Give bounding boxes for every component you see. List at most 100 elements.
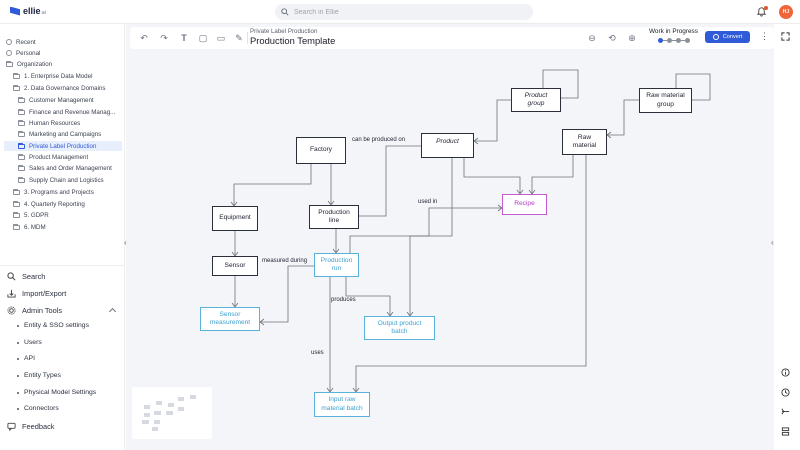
admin-tools-item[interactable]: Physical Model Settings: [17, 389, 96, 396]
status-step-2: [667, 38, 672, 43]
zoom-out-icon[interactable]: ⊖: [588, 32, 596, 43]
rel-label-produces[interactable]: produces: [331, 297, 356, 303]
entity-production-run[interactable]: Production run: [314, 253, 359, 277]
tree-item-label: 3. Programs and Projects: [24, 188, 94, 196]
status-step-4: [685, 38, 690, 43]
tree-item[interactable]: Marketing and Campaigns: [18, 129, 118, 139]
folder-icon: [6, 60, 13, 67]
more-options-icon[interactable]: ⋮: [760, 31, 769, 41]
draw-tool-icon[interactable]: ✎: [235, 32, 243, 43]
tree-item[interactable]: Product Management: [18, 152, 118, 162]
rel-label-can-be-produced-on[interactable]: can be produced on: [352, 137, 406, 143]
entity-sensor[interactable]: Sensor: [212, 256, 258, 276]
tree-item[interactable]: 6. MDM: [13, 222, 118, 232]
tree-item-label: Recent: [16, 38, 36, 46]
fit-screen-icon[interactable]: ⟲: [608, 32, 616, 43]
minimap-block: [156, 401, 162, 405]
zoom-in-icon[interactable]: ⊕: [628, 32, 636, 43]
redo-icon[interactable]: ↷: [160, 32, 168, 43]
admin-tools-item[interactable]: Entity & SSO settings: [17, 322, 89, 329]
nav-feedback-label: Feedback: [22, 422, 55, 431]
search-input[interactable]: [294, 8, 494, 16]
app-logo[interactable]: ellie.ai: [10, 6, 46, 16]
admin-tools-item-label: Users: [24, 339, 42, 346]
entity-raw-material-group[interactable]: Raw material group: [639, 88, 692, 113]
rel-label-uses[interactable]: uses: [311, 350, 324, 356]
tree-item-label: Marketing and Campaigns: [29, 130, 102, 138]
tree-item[interactable]: Organization: [6, 59, 118, 69]
minimap-block: [152, 427, 158, 431]
user-avatar[interactable]: HJ: [779, 5, 793, 19]
logo-suffix: .ai: [40, 10, 46, 16]
folder-icon: [13, 211, 20, 218]
tree-item[interactable]: 3. Programs and Projects: [13, 187, 118, 197]
nav-feedback[interactable]: Feedback: [7, 422, 54, 431]
status-connector: [663, 40, 667, 41]
note-tool-icon[interactable]: ▢: [198, 32, 208, 43]
entity-sensor-measurement[interactable]: Sensor measurement: [200, 307, 260, 331]
minimap-block: [154, 420, 160, 424]
tree-item[interactable]: 2. Data Governance Domains: [13, 83, 118, 93]
history-icon[interactable]: [780, 387, 790, 397]
entity-equipment[interactable]: Equipment: [212, 206, 258, 231]
nav-import-export[interactable]: Import/Export: [7, 289, 66, 298]
status-progress[interactable]: [658, 38, 690, 43]
nav-search[interactable]: Search: [7, 272, 45, 281]
nav-admin-tools[interactable]: Admin Tools: [7, 306, 62, 315]
convert-button[interactable]: Convert: [705, 31, 750, 43]
tree-item[interactable]: Human Resources: [18, 118, 118, 128]
tree-item[interactable]: 4. Quarterly Reporting: [13, 199, 118, 209]
info-icon[interactable]: [780, 367, 790, 377]
global-search[interactable]: [275, 4, 533, 20]
tree-item[interactable]: Customer Management: [18, 95, 118, 105]
entity-recipe[interactable]: Recipe: [502, 194, 547, 215]
bullet-icon: [17, 374, 19, 377]
entity-input-raw-material-batch[interactable]: Input raw material batch: [314, 392, 370, 417]
minimap[interactable]: [132, 387, 212, 439]
breadcrumb[interactable]: Private Label Production: [250, 28, 318, 35]
admin-tools-item[interactable]: Users: [17, 339, 42, 346]
collapse-right-icon[interactable]: ‹: [771, 238, 774, 247]
collapse-left-icon[interactable]: ‹: [124, 238, 127, 247]
text-tool-icon[interactable]: T: [181, 33, 187, 43]
notifications-button[interactable]: [756, 6, 768, 18]
admin-tools-item[interactable]: Entity Types: [17, 372, 61, 379]
tree-item[interactable]: 1. Enterprise Data Model: [13, 71, 118, 81]
layers-glyph: [781, 426, 789, 436]
comment-tool-icon[interactable]: ▭: [216, 32, 226, 43]
undo-icon[interactable]: ↶: [140, 32, 148, 43]
tree-item[interactable]: Finance and Revenue Manag...: [18, 107, 118, 117]
entity-product[interactable]: Product: [421, 133, 474, 158]
tree-item[interactable]: Supply Chain and Logistics: [18, 175, 118, 185]
entity-product-group[interactable]: Product group: [511, 88, 561, 112]
tree-item-label: 4. Quarterly Reporting: [24, 200, 85, 208]
tree-item[interactable]: Recent: [6, 37, 118, 47]
admin-tools-item[interactable]: API: [17, 355, 35, 362]
minimap-block: [168, 403, 174, 407]
admin-tools-item-label: API: [24, 355, 35, 362]
layers-icon[interactable]: [780, 426, 790, 436]
bell-icon: [756, 7, 767, 17]
admin-tools-item[interactable]: Connectors: [17, 405, 59, 412]
admin-tools-item-label: Connectors: [24, 405, 59, 412]
entity-factory[interactable]: Factory: [296, 137, 346, 164]
tree-item-label: Sales and Order Management: [29, 164, 112, 172]
relationship-icon[interactable]: [780, 406, 790, 416]
tree-item-label: Organization: [17, 60, 53, 68]
expand-glyph: [780, 31, 790, 41]
canvas-toolbar: ↶ ↷ T ▢ ▭ ✎ ⊖ ⟲ ⊕: [130, 27, 774, 49]
tree-item[interactable]: Personal: [6, 48, 118, 58]
minimap-block: [190, 395, 196, 399]
tree-item[interactable]: 5. GDPR: [13, 210, 118, 220]
entity-production-line[interactable]: Production line: [309, 205, 359, 229]
status-connector: [672, 40, 676, 41]
tree-item[interactable]: Sales and Order Management: [18, 163, 118, 173]
tree-item[interactable]: Private Label Production: [4, 141, 122, 151]
logo-text: ellie: [23, 6, 41, 16]
rel-label-measured-during[interactable]: measured during: [262, 258, 308, 264]
minimap-block: [178, 407, 184, 411]
entity-raw-material[interactable]: Raw material: [562, 129, 607, 155]
expand-icon[interactable]: [780, 31, 790, 41]
rel-label-used-in[interactable]: used in: [418, 199, 438, 205]
entity-output-product-batch[interactable]: Output product batch: [364, 316, 435, 340]
